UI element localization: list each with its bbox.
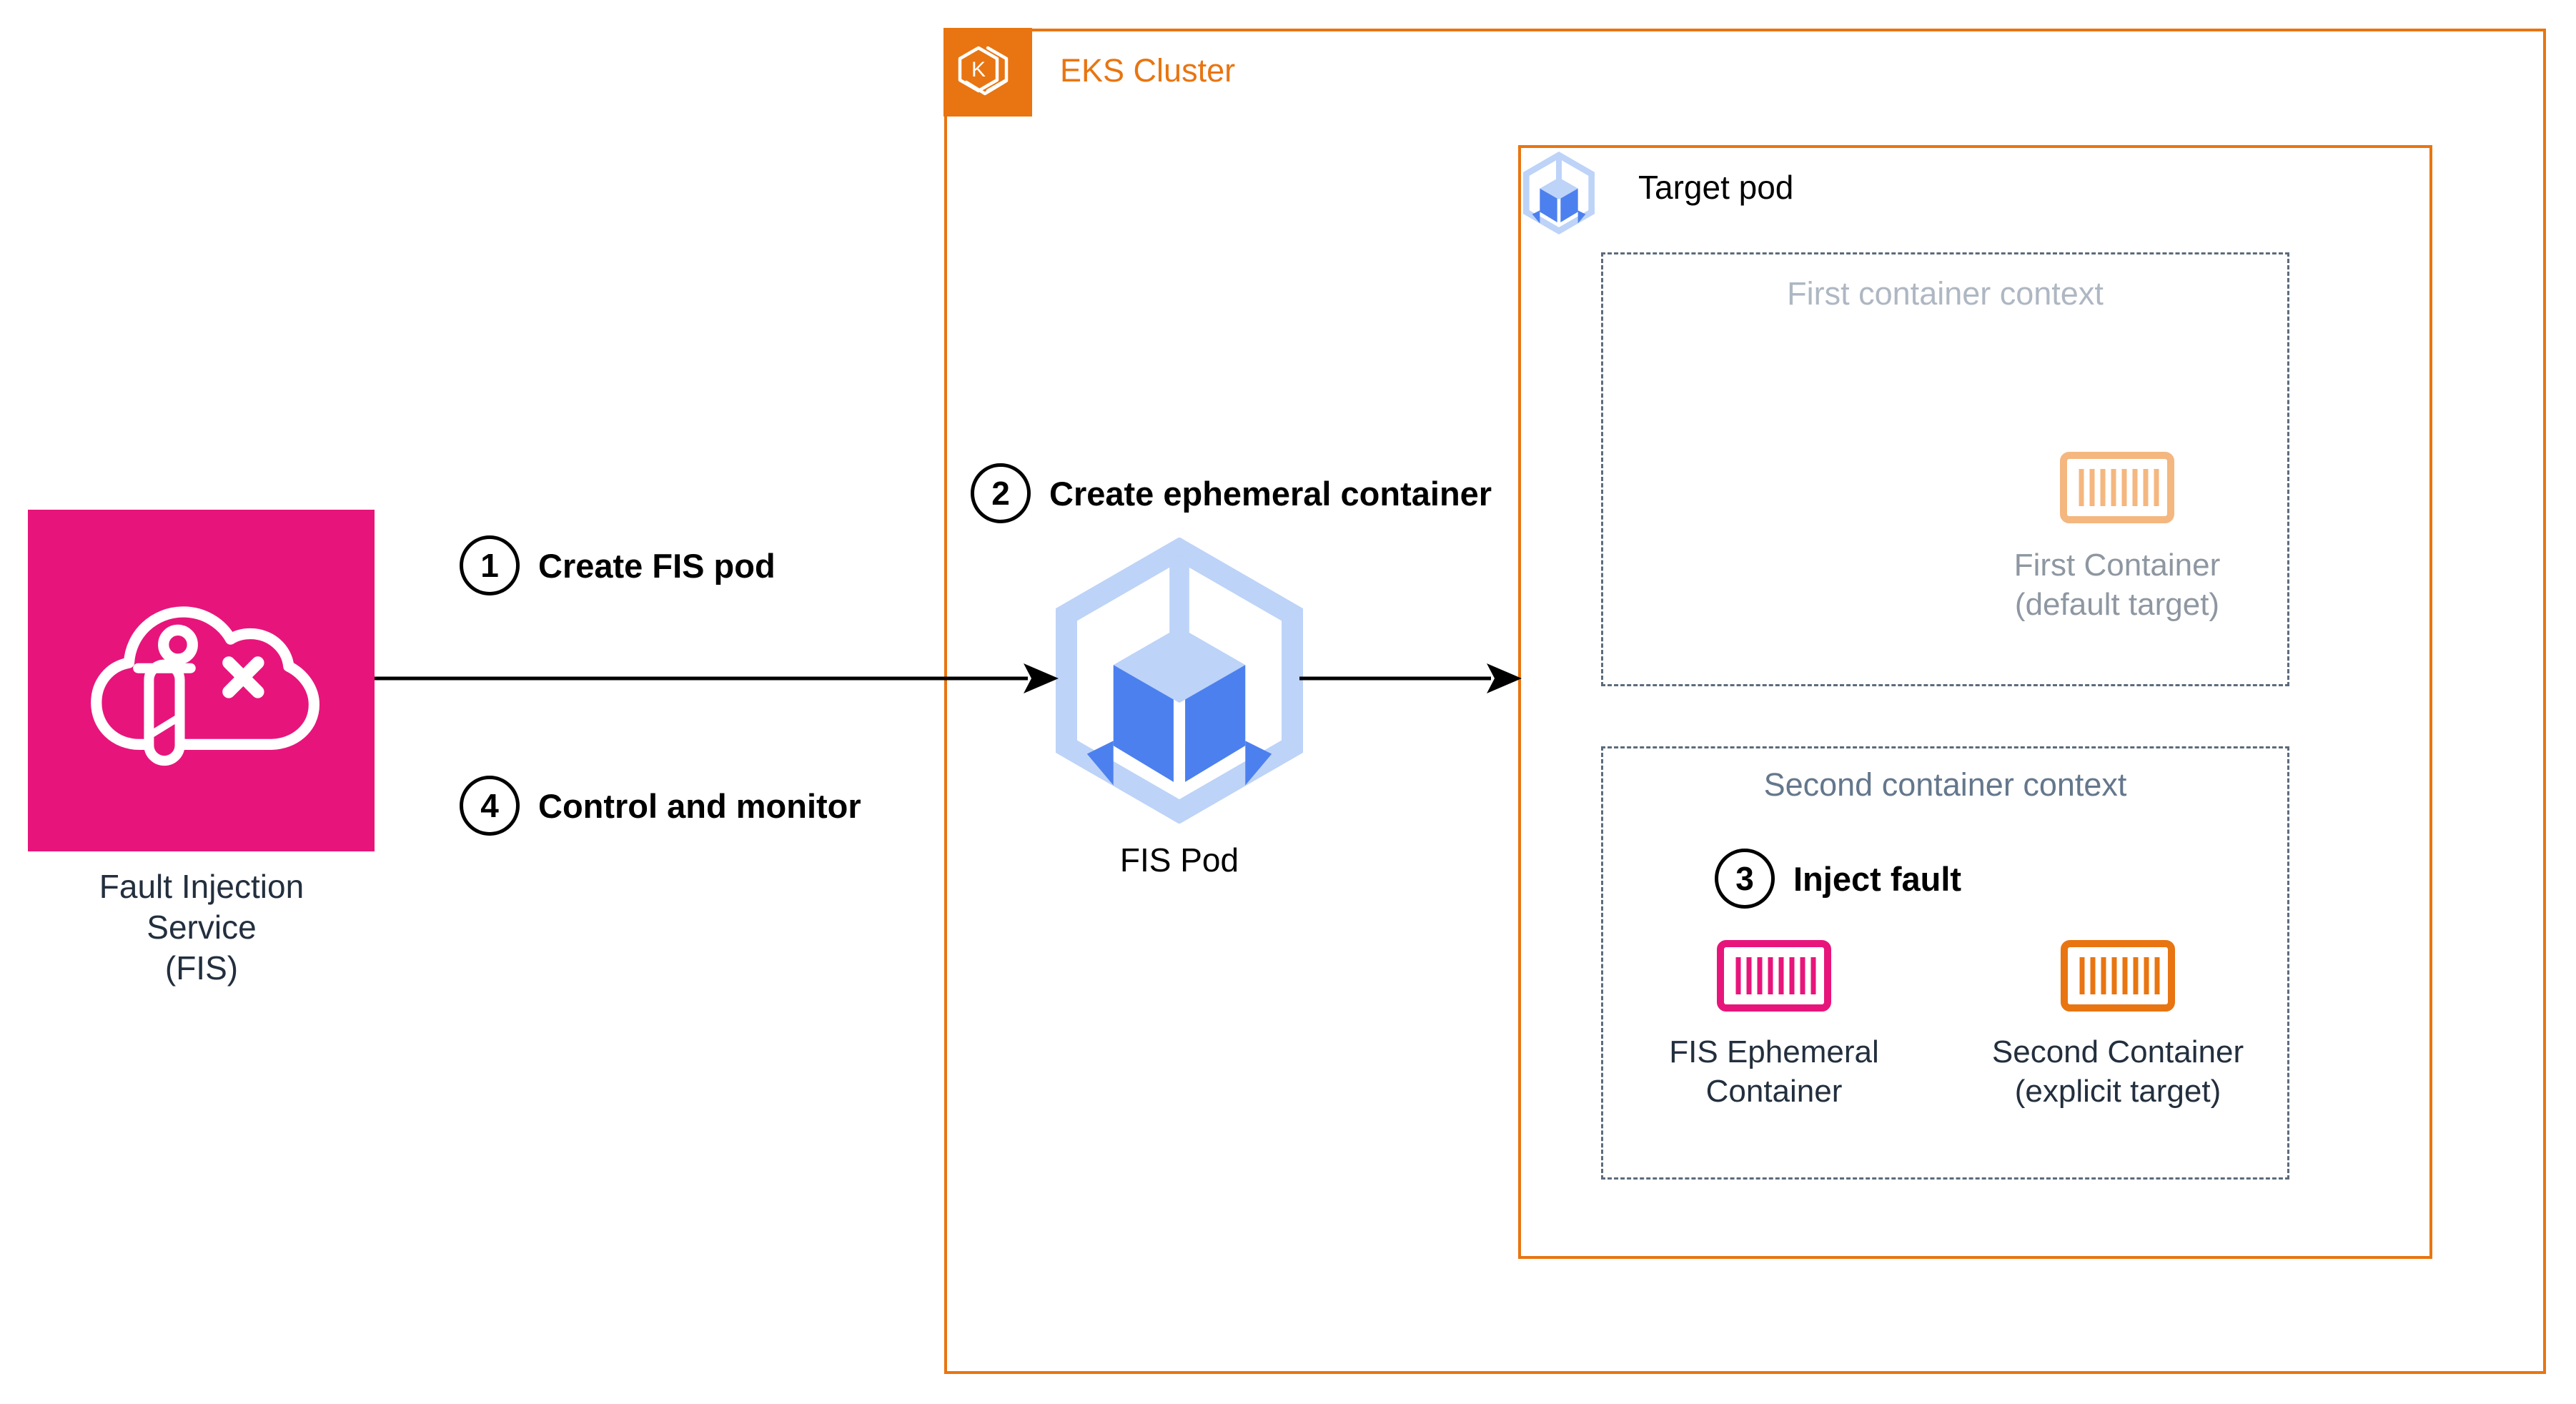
step-2-label: Create ephemeral container	[1049, 474, 1492, 513]
step-3-inject-fault: 3 Inject fault	[1715, 849, 1961, 909]
target-pod-title: Target pod	[1638, 169, 1794, 206]
step-4-number-badge: 4	[460, 776, 520, 836]
kubernetes-pod-icon	[1523, 151, 1595, 235]
step-2-create-ephemeral-container: 2 Create ephemeral container	[971, 463, 1492, 523]
first-container-context-title: First container context	[1787, 275, 2104, 312]
second-container-label: Second Container (explicit target)	[1991, 1034, 2244, 1109]
fault-injection-cloud-icon	[90, 605, 319, 766]
step-3-number-badge: 3	[1715, 849, 1775, 909]
second-container-context-box	[1601, 746, 2289, 1180]
step-1-number-badge: 1	[460, 535, 520, 595]
eks-icon: K	[943, 28, 1032, 117]
kubernetes-pod-icon	[1056, 537, 1303, 824]
fis-ephemeral-container-icon	[1717, 940, 1831, 1012]
fault-injection-service-icon	[28, 510, 375, 851]
step-2-number-badge: 2	[971, 463, 1031, 523]
svg-text:K: K	[971, 58, 986, 81]
container-glyph	[2060, 452, 2174, 523]
test-tube-icon	[143, 659, 185, 766]
container-glyph	[1717, 940, 1831, 1012]
fault-x-icon	[222, 656, 264, 698]
fis-ephemeral-container-label: FIS Ephemeral Container	[1669, 1034, 1879, 1109]
fault-injection-service-label: Fault Injection Service (FIS)	[99, 868, 304, 987]
second-container-icon	[2061, 940, 2175, 1012]
fault-dot-icon	[157, 624, 198, 665]
step-1-label: Create FIS pod	[538, 546, 776, 585]
eks-cluster-title: EKS Cluster	[1060, 52, 1236, 89]
target-pod-icon	[1523, 151, 1595, 235]
container-glyph	[2061, 940, 2175, 1012]
fis-pod-icon	[1056, 537, 1303, 824]
first-container-label: First Container (default target)	[2013, 548, 2221, 622]
eks-cluster-box	[944, 29, 2546, 1374]
fis-pod-label: FIS Pod	[1119, 841, 1239, 879]
target-pod-box	[1518, 145, 2432, 1259]
second-container-context-title: Second container context	[1763, 766, 2127, 803]
eks-hexagon-k-icon: K	[958, 46, 1009, 96]
step-4-control-and-monitor: 4 Control and monitor	[460, 776, 861, 836]
first-container-icon	[2060, 452, 2174, 523]
first-container-context-box	[1601, 252, 2289, 686]
step-4-label: Control and monitor	[538, 786, 861, 825]
step-1-create-fis-pod: 1 Create FIS pod	[460, 535, 776, 595]
step-3-label: Inject fault	[1793, 859, 1962, 898]
